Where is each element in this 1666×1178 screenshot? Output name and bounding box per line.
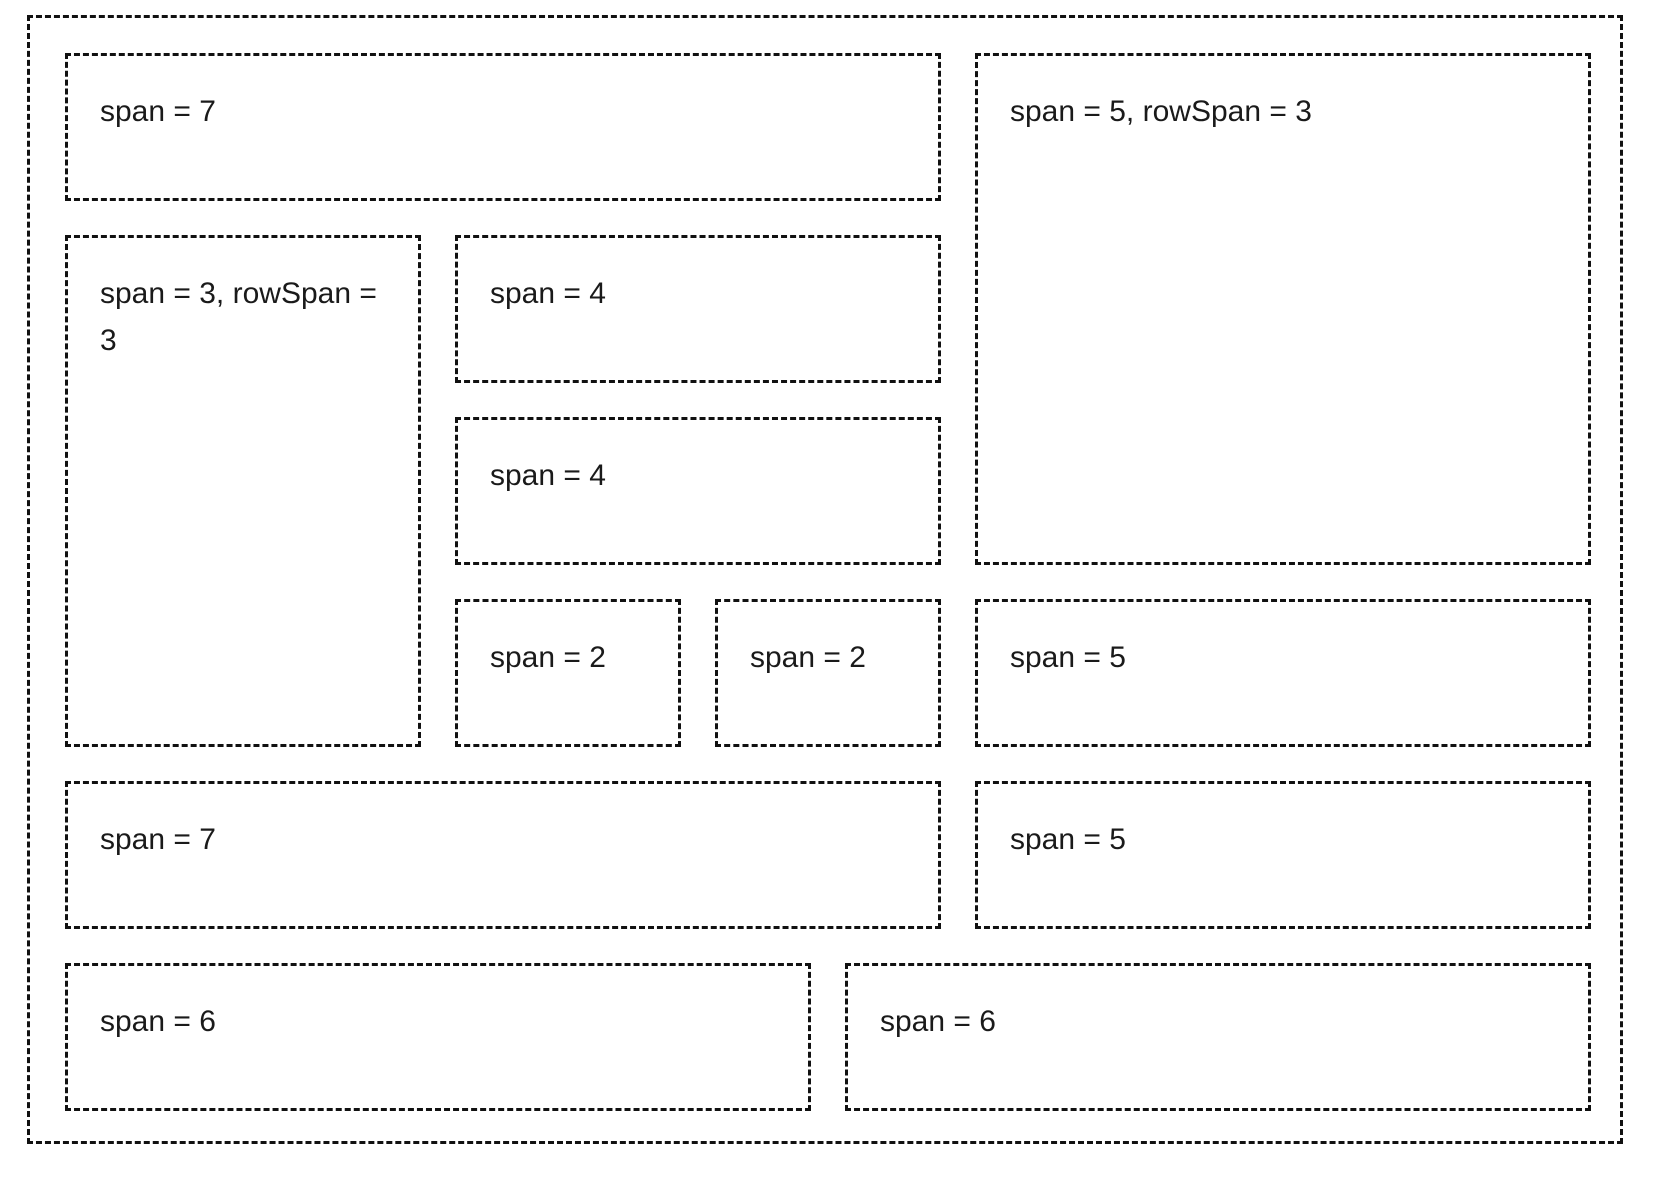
grid-item-label: span = 7 xyxy=(100,823,216,856)
grid-item-span-2: span = 2 xyxy=(455,599,681,747)
grid: span = 7 span = 5, rowSpan = 3 span = 3,… xyxy=(65,53,1591,1111)
grid-item-label: span = 5 xyxy=(1010,641,1126,674)
grid-item-label: span = 2 xyxy=(490,641,606,674)
grid-item-span-4: span = 4 xyxy=(455,235,941,383)
grid-container: span = 7 span = 5, rowSpan = 3 span = 3,… xyxy=(27,15,1623,1144)
grid-item-span-2: span = 2 xyxy=(715,599,941,747)
grid-item-span-3-rowspan-3: span = 3, rowSpan = 3 xyxy=(65,235,421,747)
grid-item-span-5-rowspan-3: span = 5, rowSpan = 3 xyxy=(975,53,1591,565)
grid-item-span-5: span = 5 xyxy=(975,781,1591,929)
grid-item-label: span = 6 xyxy=(100,1005,216,1038)
grid-item-label: span = 4 xyxy=(490,277,606,310)
grid-item-span-7: span = 7 xyxy=(65,781,941,929)
grid-item-span-6: span = 6 xyxy=(65,963,811,1111)
grid-item-span-4: span = 4 xyxy=(455,417,941,565)
grid-item-span-7: span = 7 xyxy=(65,53,941,201)
grid-item-label: span = 6 xyxy=(880,1005,996,1038)
grid-item-label: span = 7 xyxy=(100,95,216,128)
grid-item-label: span = 5, rowSpan = 3 xyxy=(1010,95,1312,128)
grid-item-label: span = 3, rowSpan = 3 xyxy=(100,277,377,357)
grid-item-span-5: span = 5 xyxy=(975,599,1591,747)
grid-item-span-6: span = 6 xyxy=(845,963,1591,1111)
grid-item-label: span = 5 xyxy=(1010,823,1126,856)
grid-item-label: span = 4 xyxy=(490,459,606,492)
grid-item-label: span = 2 xyxy=(750,641,866,674)
